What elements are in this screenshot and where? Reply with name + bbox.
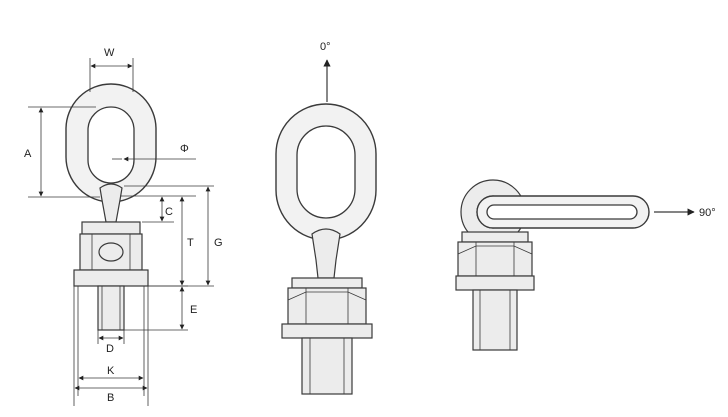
k-label: K [107, 365, 115, 377]
ring-opening [87, 106, 135, 184]
w-label: W [104, 47, 115, 59]
ring-neck [311, 228, 341, 279]
swivel-collar [461, 231, 529, 243]
threaded-stud [301, 337, 353, 395]
angle-90-label: 90° [699, 207, 716, 219]
dimensioned-view: W A Φ C T G E D K [24, 47, 223, 406]
ring-neck [99, 183, 123, 223]
swivel-collar [81, 221, 141, 235]
a-label: A [24, 148, 32, 160]
t-label: T [187, 237, 194, 249]
phi-label: Φ [180, 143, 189, 155]
d-label: D [106, 343, 114, 355]
base-flange [455, 275, 535, 291]
swivel-body [287, 287, 367, 325]
e-label: E [190, 304, 197, 316]
ring-opening [486, 204, 638, 220]
swivel-pin [98, 242, 124, 262]
b-label: B [107, 392, 114, 404]
base-flange [73, 269, 149, 287]
ring-opening [296, 125, 356, 219]
zero-degree-view: 0° [275, 41, 377, 395]
swivel-body [457, 241, 533, 277]
base-flange [281, 323, 373, 339]
g-label: G [214, 237, 223, 249]
swivel-collar [291, 277, 363, 289]
c-label: C [165, 206, 173, 218]
angle-0-label: 0° [320, 41, 331, 53]
ninety-degree-view: 90° [455, 179, 716, 351]
